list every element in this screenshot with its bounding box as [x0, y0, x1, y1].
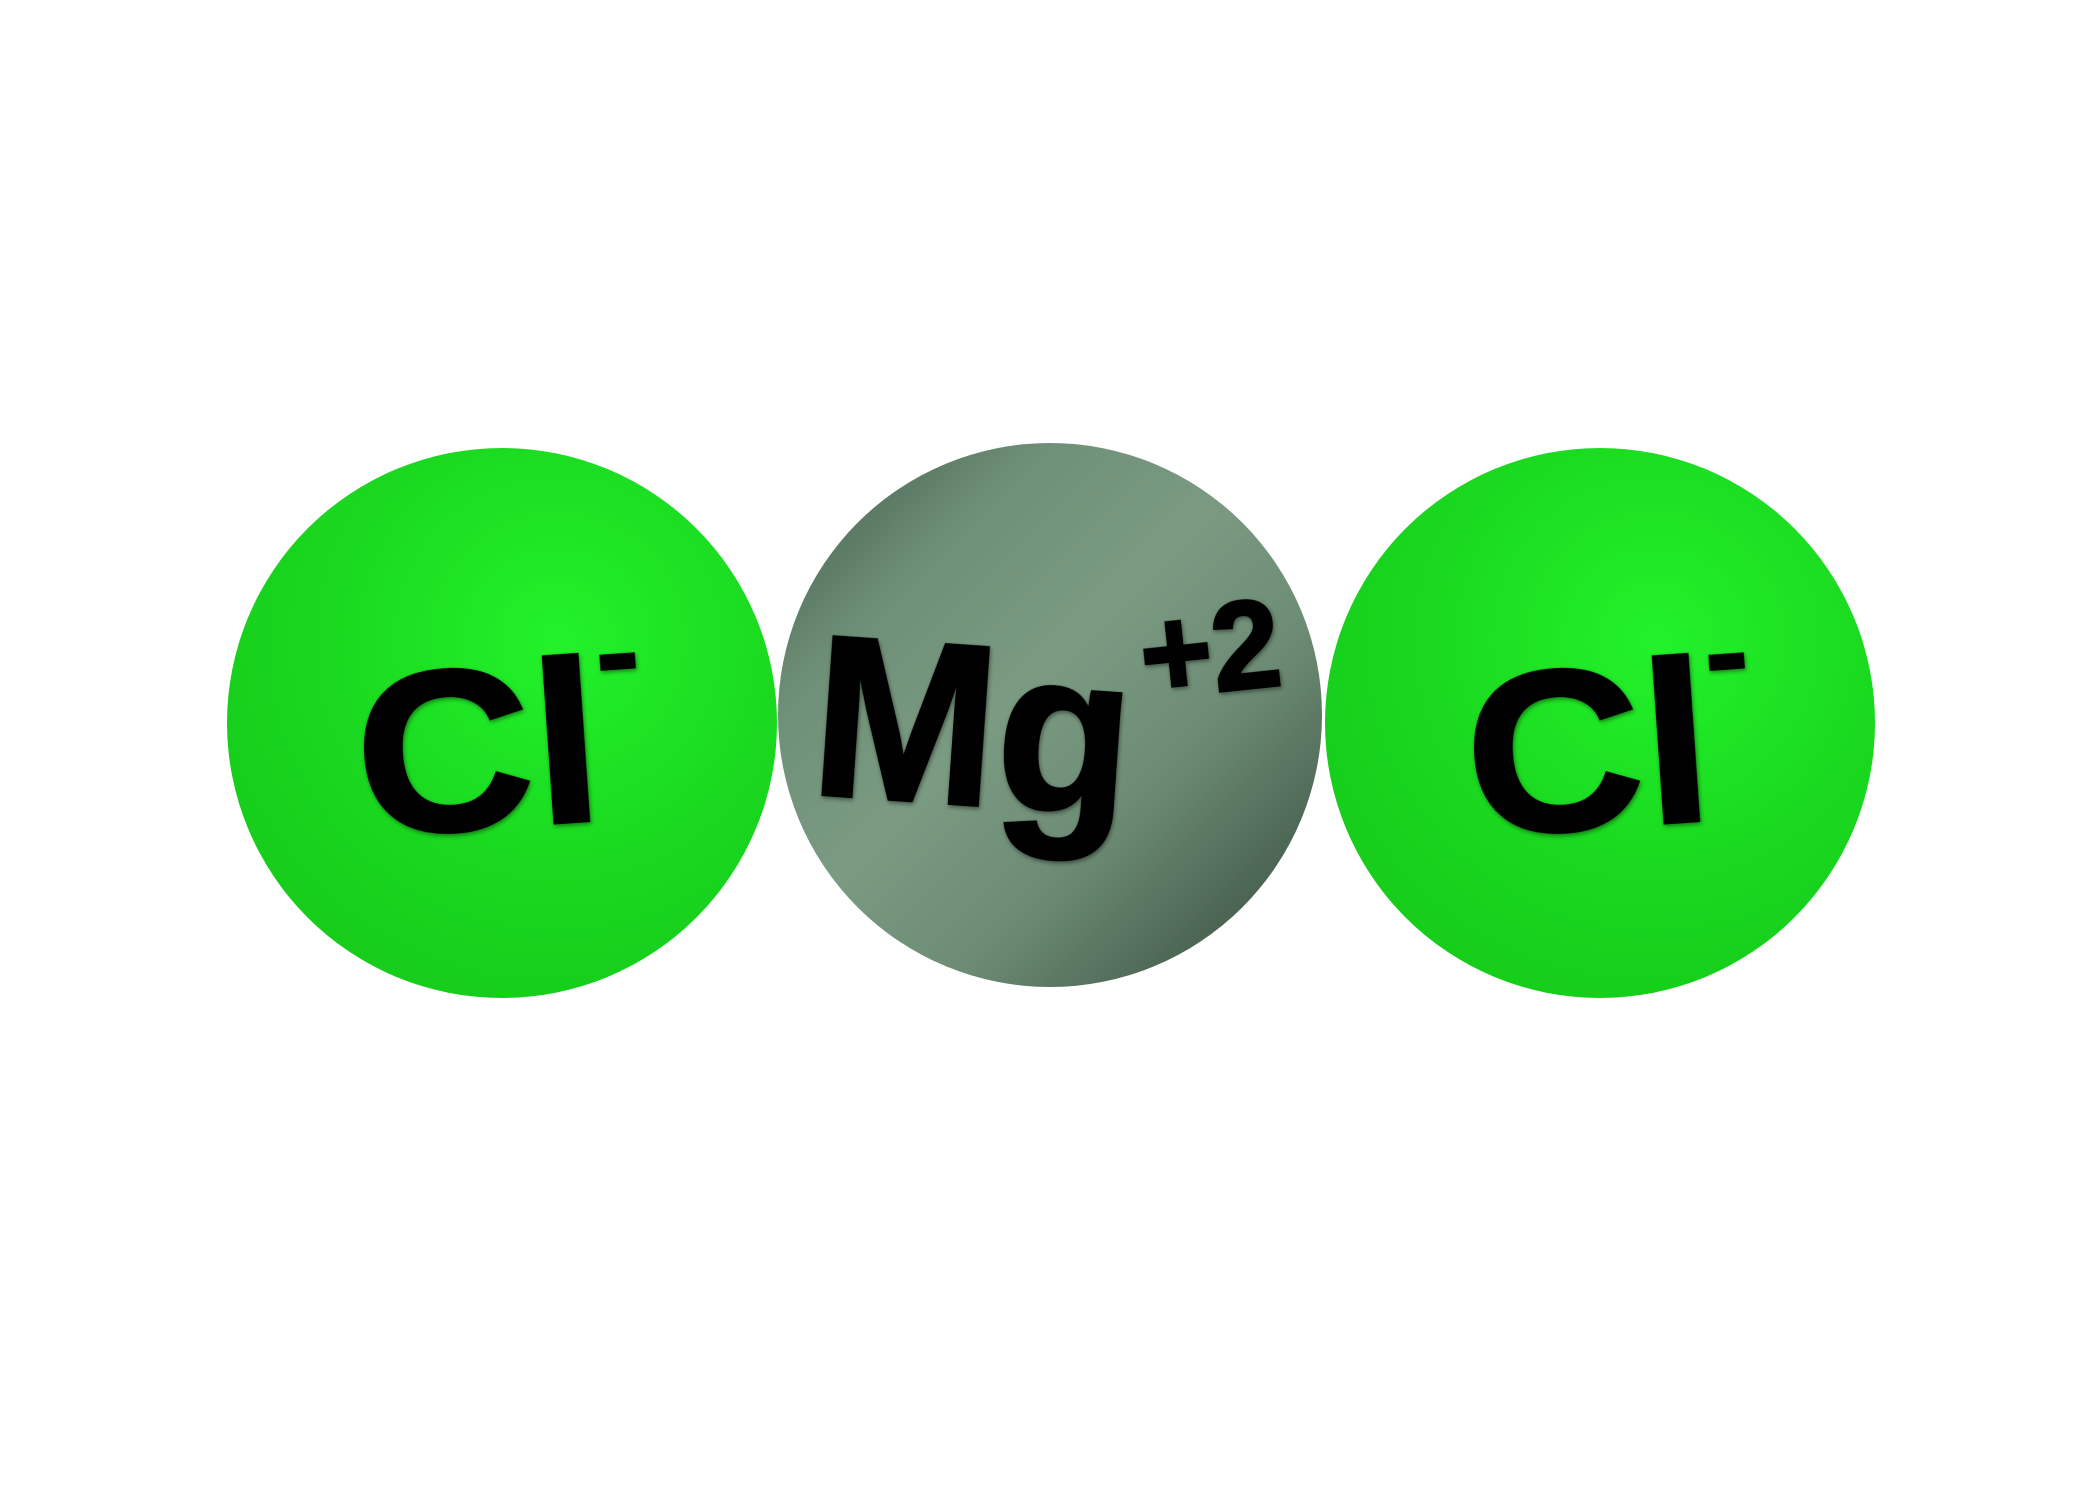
chloride-ion-right: Cl - [1325, 448, 1875, 998]
chloride-ion-left: Cl - [227, 448, 777, 998]
chlorine-charge-left: - [592, 590, 642, 716]
chlorine-charge-right: - [1701, 590, 1751, 716]
magnesium-charge: +2 [1133, 573, 1287, 726]
magnesium-ion: Mg +2 [778, 443, 1322, 987]
magnesium-sphere [778, 443, 1322, 987]
chlorine-sphere [1325, 448, 1875, 998]
chlorine-sphere [227, 448, 777, 998]
magnesium-symbol: Mg [805, 586, 1142, 865]
chlorine-symbol-right: Cl [1457, 612, 1719, 885]
chlorine-symbol-left: Cl [347, 612, 609, 885]
